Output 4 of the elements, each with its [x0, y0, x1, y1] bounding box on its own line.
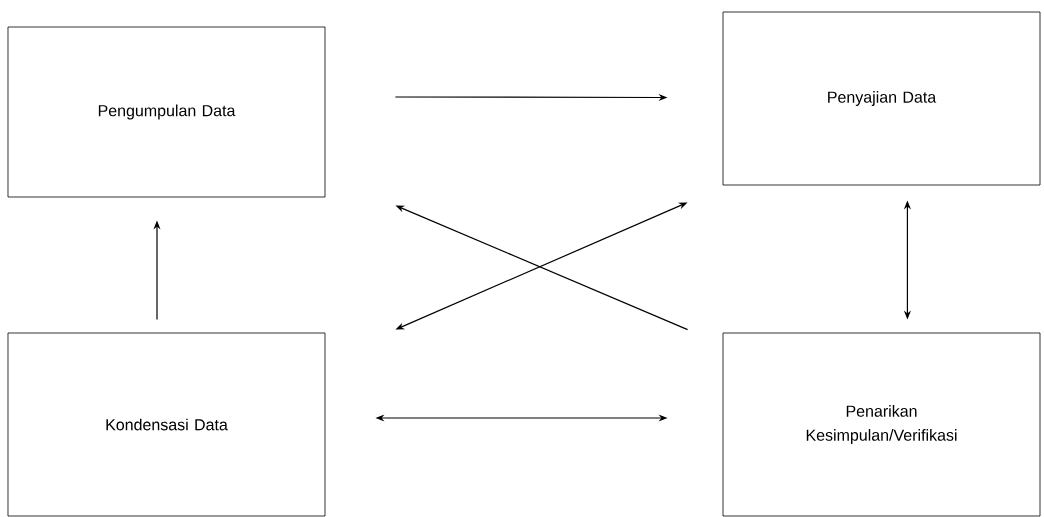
process-box: Kondensasi Data	[7, 332, 326, 517]
process-box: Penarikan Kesimpulan/Verifikasi	[722, 332, 1041, 517]
process-box: Penyajian Data	[722, 11, 1041, 186]
process-box: Pengumpulan Data	[7, 26, 326, 198]
